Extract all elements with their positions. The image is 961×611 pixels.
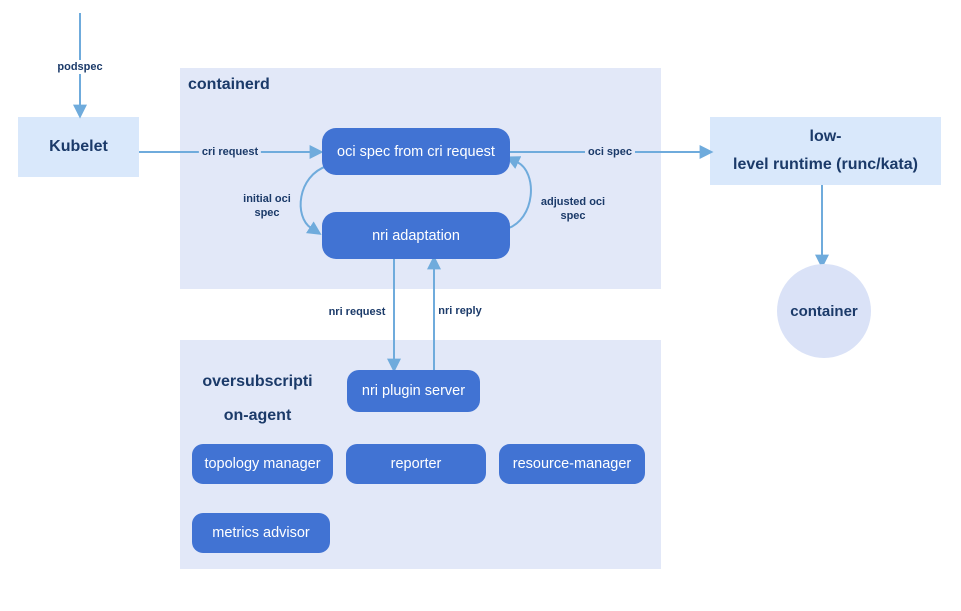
- initial-oci-spec-arrow: [299, 165, 328, 235]
- container-label: container: [790, 302, 858, 320]
- container-node: container: [777, 264, 871, 358]
- nri-adaptation-label: nri adaptation: [372, 227, 460, 244]
- nri-plugin-server-node: nri plugin server: [347, 370, 480, 412]
- metrics-advisor-label: metrics advisor: [212, 525, 310, 541]
- adjusted-oci-spec-label: adjusted oci spec: [538, 195, 608, 223]
- resource-manager-label: resource-manager: [512, 456, 632, 472]
- nri-reply-label: nri reply: [435, 304, 485, 318]
- podspec-label: podspec: [54, 60, 106, 74]
- oci-spec-node-label: oci spec from cri request: [337, 143, 495, 160]
- topology-manager-node: topology manager: [192, 444, 333, 484]
- kubelet-label: Kubelet: [49, 138, 108, 155]
- oci-spec-from-cri-request-node: oci spec from cri request: [322, 128, 510, 175]
- adjusted-oci-spec-arrow: [505, 156, 532, 230]
- low-level-runtime-node: low- level runtime (runc/kata): [710, 117, 941, 185]
- reporter-label: reporter: [390, 456, 442, 472]
- adjusted-oci-spec-label-line1: adjusted oci: [540, 196, 606, 208]
- oci-spec-label: oci spec: [584, 145, 636, 159]
- oversubscription-agent-title: oversubscripti on-agent: [185, 356, 330, 441]
- agent-title-line1: oversubscripti: [202, 373, 313, 390]
- nri-plugin-server-label: nri plugin server: [361, 383, 466, 399]
- kubelet-node: Kubelet: [18, 117, 139, 177]
- initial-oci-spec-label: initial oci spec: [240, 192, 294, 220]
- initial-oci-spec-label-line1: initial oci: [243, 193, 291, 205]
- resource-manager-node: resource-manager: [499, 444, 645, 484]
- adjusted-oci-spec-label-line2: spec: [560, 210, 586, 222]
- nri-request-label: nri request: [325, 305, 389, 319]
- reporter-node: reporter: [346, 444, 486, 484]
- nri-adaptation-node: nri adaptation: [322, 212, 510, 259]
- containerd-title: containerd: [188, 76, 270, 93]
- runtime-label-line2: level runtime (runc/kata): [733, 156, 918, 173]
- metrics-advisor-node: metrics advisor: [192, 513, 330, 553]
- runtime-label-line1: low-: [809, 128, 842, 145]
- agent-title-line2: on-agent: [223, 407, 292, 424]
- cri-request-label: cri request: [198, 145, 262, 159]
- initial-oci-spec-label-line2: spec: [254, 207, 280, 219]
- topology-manager-label: topology manager: [204, 456, 321, 472]
